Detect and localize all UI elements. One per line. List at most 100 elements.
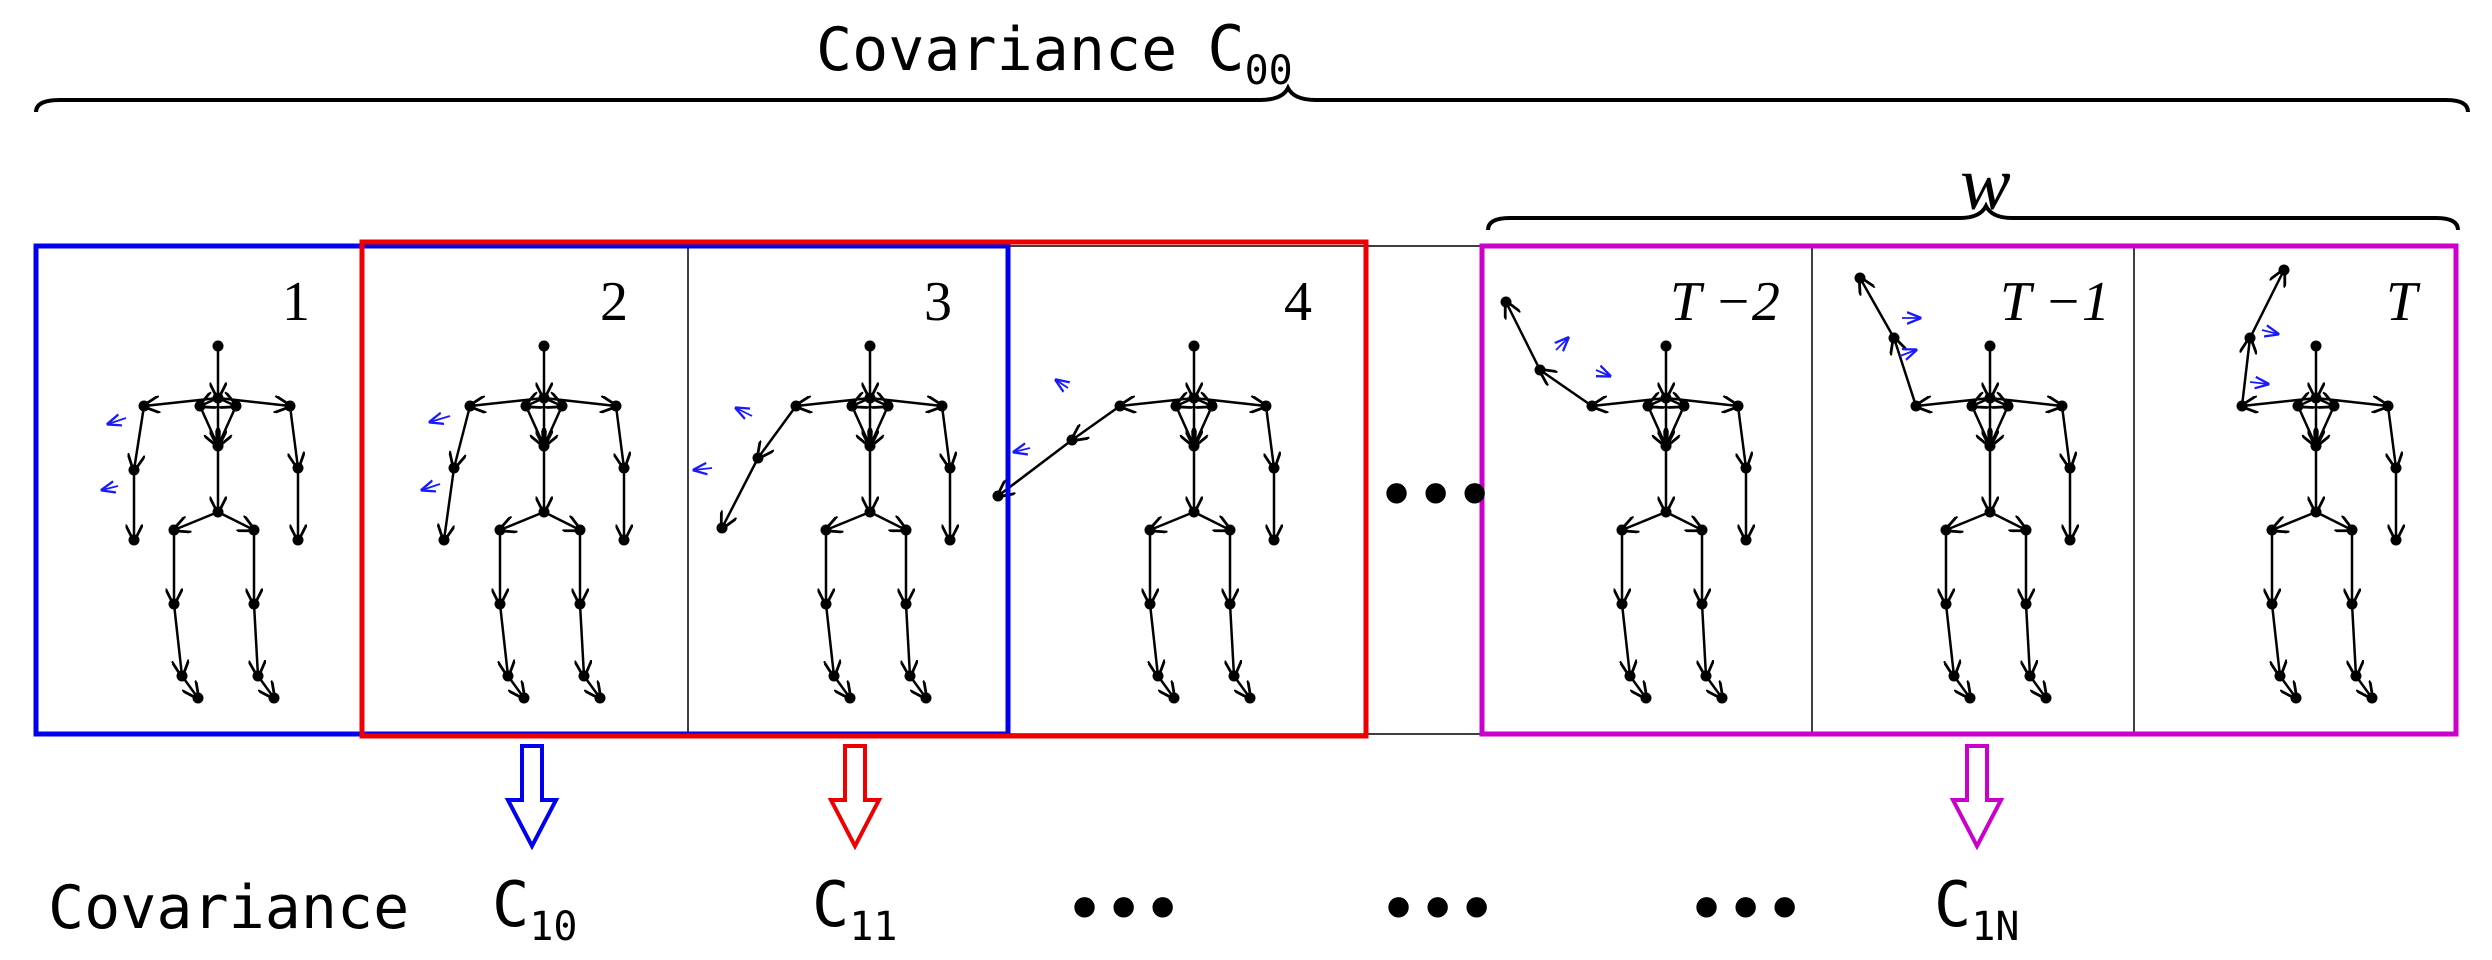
skeleton-bone [1150,510,1195,530]
covariance-c10: C10 [492,874,578,948]
skeleton-bone [174,510,219,530]
motion-arrow [422,484,441,490]
skeleton-joint [1910,400,1922,412]
skeleton-joint [128,534,140,546]
skeleton-joint [230,400,242,412]
skeleton-joint [944,462,956,474]
skeleton-joint [1586,400,1598,412]
skeleton-bone [1646,405,1666,446]
skeleton-bone [543,510,580,530]
skeleton-joint [128,464,140,476]
motion-arrow [694,468,713,470]
skeleton-bone [1970,405,1990,446]
skeleton-joint [1144,524,1156,536]
skeleton-joint [1260,400,1272,412]
skeleton-joint [1660,392,1672,404]
skeleton-joint [900,598,912,610]
skeleton-joint [1188,392,1200,404]
skeleton-bone [1622,510,1667,530]
skeleton-joint [1740,462,1752,474]
skeleton-joint [1268,534,1280,546]
skeleton-bone [1194,405,1214,446]
skeleton-joint [1224,524,1236,536]
frame-label-t: T [2386,271,2418,333]
skeleton-joint [438,534,450,546]
skeleton-joint [846,400,858,412]
skeleton-joint [900,524,912,536]
skeleton-joint [2056,400,2068,412]
motion-arrow [2249,382,2268,384]
skeleton-joint [252,670,264,682]
frame-label-t-1: T −1 [2000,271,2110,333]
skeleton-joint [1152,670,1164,682]
skeleton-joint [1660,506,1672,518]
skeleton-joint [268,692,280,704]
skeleton-joint [1170,400,1182,412]
skeleton-bone [1120,398,1195,406]
skeleton-bone [1989,510,2026,530]
skeleton-joint [2274,670,2286,682]
skeleton-bone [1506,302,1542,371]
skeleton-bone [2272,603,2280,676]
skeleton-joint [284,400,296,412]
skeleton-joint [2310,392,2322,404]
skeleton-joint [844,692,856,704]
skeleton-bone [869,510,906,530]
c1n-subscript: 1N [1971,904,2020,950]
skeleton-joint [502,670,514,682]
skeleton-joint [1732,400,1744,412]
skeleton-joint [538,440,550,452]
arrow-to-c11 [827,744,883,851]
motion-arrow [1056,380,1068,388]
skeleton-bone [1230,603,1234,676]
skeleton-bone [543,398,616,406]
motion-arrow [102,486,119,490]
window-1-box [33,243,1011,737]
bottom-ellipsis-1: ••• [1066,875,1184,943]
skeleton-joint [1144,598,1156,610]
skeleton-joint [2328,400,2340,412]
skeleton-joint [828,670,840,682]
skeleton-bone [1150,603,1158,676]
window-size-label: w [1960,142,2011,226]
skeleton-joint [1984,506,1996,518]
frame-label-1: 1 [282,271,310,333]
skeleton-bone [580,603,584,676]
window-N-box [1479,243,2459,737]
skeleton-bone [470,398,545,406]
skeleton-joint [494,598,506,610]
skeleton-joint [168,598,180,610]
skeleton-joint [578,670,590,682]
skeleton-bone [1860,278,1896,339]
skeleton-bone [1193,510,1230,530]
skeleton-bone [870,405,890,446]
skeleton-joint [1678,400,1690,412]
skeleton-joint [176,670,188,682]
skeleton-joint [574,524,586,536]
skeleton-bone [198,405,218,446]
skeleton-joint [212,340,224,352]
skeleton-joint [1984,340,1996,352]
skeleton-bone [1666,405,1686,446]
skeleton-joint [1066,434,1078,446]
skeleton-bone [524,405,544,446]
motion-arrow [1556,338,1568,350]
skeleton-bone [134,405,146,470]
motion-arrow [736,408,753,416]
skeleton-joint [194,400,206,412]
covariance-c11: C11 [812,874,898,948]
skeleton-joint [2346,598,2358,610]
title-prefix: Covariance [816,15,1178,85]
skeleton-joint [936,400,948,412]
skeleton-joint [2390,462,2402,474]
arrow-to-c10 [504,744,560,851]
skeleton-joint [2266,598,2278,610]
skeleton-bone [2315,510,2352,530]
c10-symbol: C [492,868,530,941]
skeleton-joint [864,340,876,352]
skeleton-bone [1665,398,1738,406]
skeleton-joint [1244,692,1256,704]
skeleton-joint [1888,332,1900,344]
skeleton-bone [2316,405,2336,446]
